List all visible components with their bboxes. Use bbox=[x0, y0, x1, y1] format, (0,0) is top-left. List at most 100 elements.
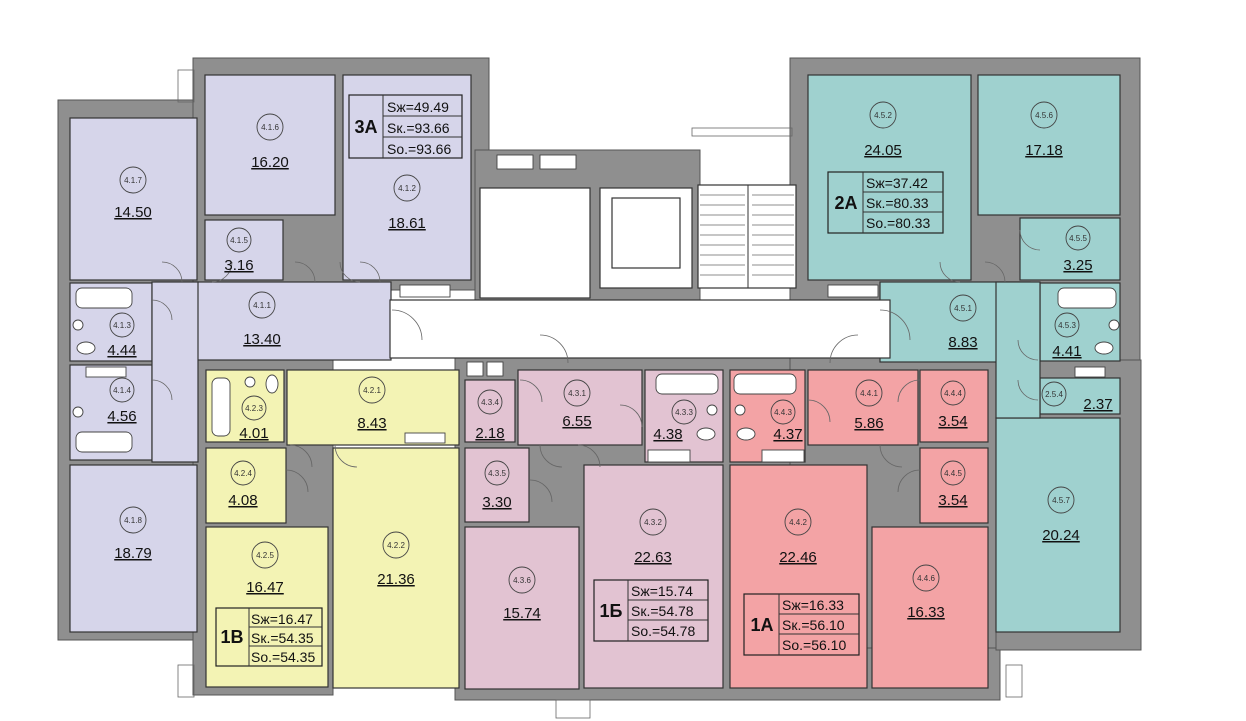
room-area: 4.37 bbox=[773, 426, 802, 443]
room-id: 4.5.5 bbox=[1069, 234, 1087, 243]
room-area: 3.16 bbox=[224, 257, 253, 274]
room-area: 4.41 bbox=[1052, 343, 1081, 360]
room-area: 17.18 bbox=[1025, 142, 1063, 159]
apartment-label: 1А bbox=[750, 615, 773, 635]
balconies bbox=[177, 69, 1023, 719]
room-area: 18.79 bbox=[114, 545, 152, 562]
apartment-summary-3A: 3А Sж=49.49 Sк.=93.66 Sо.=93.66 bbox=[348, 94, 463, 159]
apartment-label: 1Б bbox=[600, 601, 623, 621]
corridor-2A bbox=[995, 281, 1041, 419]
toilet-icon bbox=[265, 374, 279, 394]
apartment-summary-1B: 1Б Sж=15.74 Sк.=54.78 Sо.=54.78 bbox=[593, 579, 709, 642]
room-id: 4.5.3 bbox=[1058, 321, 1076, 330]
apartment-2A bbox=[807, 74, 1121, 633]
room-id: 4.4.3 bbox=[774, 408, 792, 417]
room-id: 4.1.7 bbox=[124, 176, 142, 185]
room-area: 4.56 bbox=[107, 408, 136, 425]
apartment-summary-1V: 1В Sж=16.47 Sк.=54.35 Sо.=54.35 bbox=[215, 607, 323, 667]
room-area: 24.05 bbox=[864, 142, 902, 159]
toilet-icon bbox=[696, 427, 716, 441]
room-area: 3.30 bbox=[482, 494, 511, 511]
fixtures bbox=[72, 287, 1120, 453]
room-id: 4.4.4 bbox=[944, 389, 962, 398]
room-4-3-1 bbox=[517, 369, 643, 446]
room-id: 4.1.5 bbox=[230, 236, 248, 245]
room-4-2-4 bbox=[205, 447, 287, 524]
room-4-4-1 bbox=[807, 369, 919, 446]
core bbox=[85, 154, 1106, 463]
total-area-o: Sо.=56.10 bbox=[782, 637, 846, 653]
room-id: 4.3.3 bbox=[675, 408, 693, 417]
room-id: 4.2.2 bbox=[387, 541, 405, 550]
room-id: 4.2.5 bbox=[256, 551, 274, 560]
room-area: 16.33 bbox=[907, 604, 945, 621]
room-area: 3.25 bbox=[1063, 257, 1092, 274]
room-area: 4.01 bbox=[239, 425, 268, 442]
room-id: 4.3.4 bbox=[481, 398, 499, 407]
room-id: 4.5.1 bbox=[954, 304, 972, 313]
doors bbox=[151, 229, 1041, 503]
room-area: 16.20 bbox=[251, 154, 289, 171]
room-4-4-2 bbox=[729, 464, 868, 689]
room-id: 4.1.4 bbox=[113, 386, 131, 395]
room-id: 4.1.1 bbox=[253, 301, 271, 310]
sink-icon bbox=[734, 404, 746, 416]
room-area: 4.08 bbox=[228, 492, 257, 509]
toilet-icon bbox=[736, 427, 756, 441]
room-area: 14.50 bbox=[114, 204, 152, 221]
total-area-o: Sо.=54.78 bbox=[631, 623, 695, 639]
room-id: 4.3.1 bbox=[568, 389, 586, 398]
corridor-3A bbox=[151, 281, 199, 463]
toilet-icon bbox=[76, 341, 96, 355]
room-4-3-6 bbox=[464, 526, 580, 690]
room-id: 4.4.1 bbox=[860, 389, 878, 398]
room-id: 4.1.6 bbox=[261, 123, 279, 132]
sink-icon bbox=[244, 376, 256, 388]
room-id: 4.3.5 bbox=[488, 469, 506, 478]
living-area: Sж=16.33 bbox=[782, 597, 844, 613]
room-4-4-6 bbox=[871, 526, 989, 689]
room-area: 15.74 bbox=[503, 605, 541, 622]
room-4-5-5 bbox=[1019, 217, 1121, 281]
living-area: Sж=16.47 bbox=[251, 611, 313, 627]
room-area: 2.37 bbox=[1083, 396, 1112, 413]
total-area-k: Sк.=80.33 bbox=[866, 195, 929, 211]
apartment-label: 1В bbox=[220, 627, 243, 647]
room-4-2-2 bbox=[332, 447, 460, 689]
room-4-2-1 bbox=[286, 369, 460, 446]
lift-lobby bbox=[479, 187, 591, 299]
room-id: 4.2.4 bbox=[234, 469, 252, 478]
bathtub-icon bbox=[75, 287, 133, 309]
apartment-summary-1A: 1А Sж=16.33 Sк.=56.10 Sо.=56.10 bbox=[743, 593, 860, 656]
sink-icon bbox=[72, 319, 84, 331]
room-area: 2.18 bbox=[475, 425, 504, 442]
room-area: 16.47 bbox=[246, 579, 284, 596]
stairs bbox=[697, 184, 797, 289]
room-area: 20.24 bbox=[1042, 527, 1080, 544]
living-area: Sж=49.49 bbox=[387, 99, 449, 115]
room-id: 4.2.3 bbox=[245, 404, 263, 413]
room-id: 4.4.5 bbox=[944, 469, 962, 478]
sink-icon bbox=[1108, 319, 1120, 331]
room-id: 4.5.6 bbox=[1035, 111, 1053, 120]
apartment-label: 3А bbox=[354, 117, 377, 137]
room-area: 3.54 bbox=[938, 413, 967, 430]
room-4-1-2 bbox=[342, 74, 472, 281]
total-area-k: Sк.=93.66 bbox=[387, 120, 450, 136]
room-4-1-6 bbox=[204, 74, 336, 216]
bathtub-icon bbox=[75, 431, 133, 453]
apartment-summary-2A: 2А Sж=37.42 Sк.=80.33 Sо.=80.33 bbox=[827, 171, 944, 234]
room-4-1-8 bbox=[69, 464, 198, 633]
room-4-1-5 bbox=[204, 219, 284, 281]
room-id: 4.5.7 bbox=[1052, 496, 1070, 505]
room-area: 21.36 bbox=[377, 571, 415, 588]
room-area: 4.38 bbox=[653, 426, 682, 443]
room-area: 22.63 bbox=[634, 549, 672, 566]
room-4-3-2 bbox=[583, 464, 724, 689]
bathtub-icon bbox=[211, 377, 231, 437]
total-area-o: Sо.=80.33 bbox=[866, 215, 930, 231]
sink-icon bbox=[706, 404, 718, 416]
room-id: 2.5.4 bbox=[1045, 390, 1063, 399]
total-area-o: Sо.=54.35 bbox=[251, 649, 315, 665]
